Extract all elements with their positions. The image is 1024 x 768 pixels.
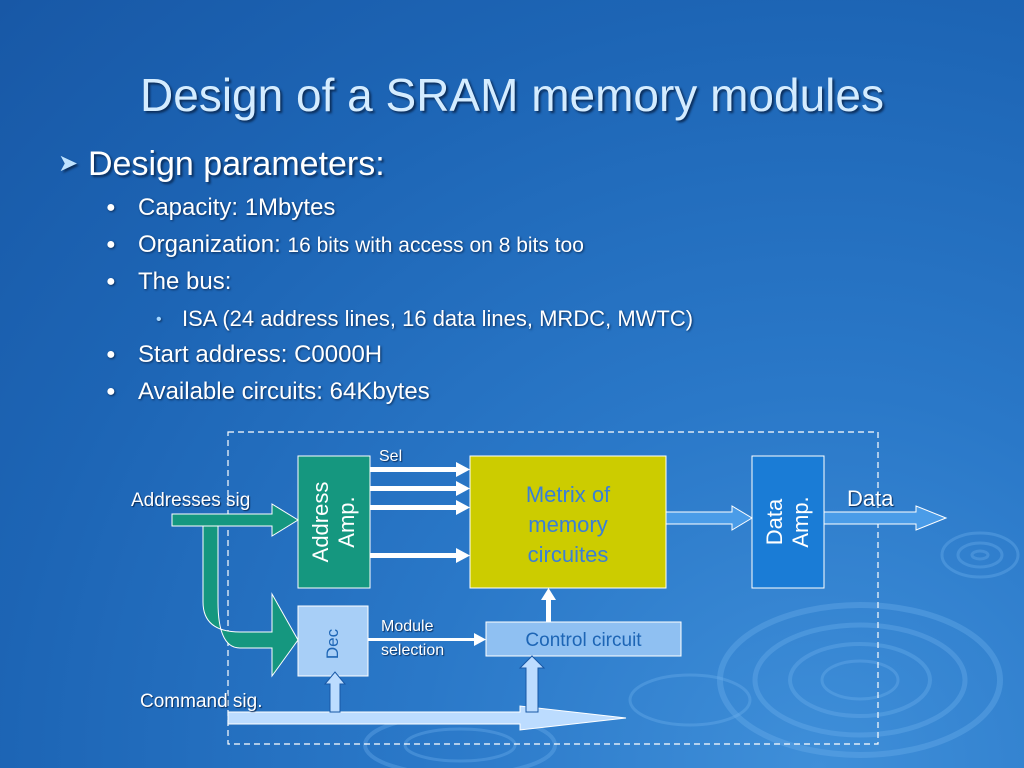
address-amp-text: Address Amp. — [298, 456, 370, 588]
sub-bullet-isa: • ISA (24 address lines, 16 data lines, M… — [156, 306, 693, 332]
memory-matrix-block — [469, 455, 667, 589]
matrix-line2: memory — [528, 512, 608, 537]
slide-title: Design of a SRAM memory modules — [140, 69, 884, 121]
address-amp-line2: Amp. — [334, 496, 359, 548]
dec-label: Dec — [323, 628, 342, 660]
bullet-organization: ● Organization: 16 bits with access on 8 … — [106, 231, 584, 259]
matrix-to-data-arrow — [665, 505, 753, 531]
address-amp-block — [297, 455, 371, 589]
sel-arrows — [370, 462, 470, 563]
bullet-dot-icon: ● — [106, 346, 116, 363]
heading-text: Design parameters: — [88, 145, 385, 183]
command-to-control-arrow — [518, 655, 546, 713]
bullet-text: Available circuits: 64Kbytes — [138, 378, 430, 405]
bullet-available-circuits: ● Available circuits: 64Kbytes — [106, 378, 430, 406]
control-circuit-block — [485, 621, 682, 657]
data-output-arrow — [823, 505, 948, 531]
bullet-dot-icon: ● — [106, 236, 116, 253]
module-selection-label-line2: selection — [381, 642, 445, 659]
sel-label: Sel — [379, 448, 403, 465]
bullet-text: The bus: — [138, 268, 232, 295]
command-sig-label: Command sig. — [140, 691, 263, 712]
bullet-bus: ● The bus: — [106, 268, 231, 296]
bullet-dot-icon: ● — [106, 383, 116, 400]
bullet-text: Capacity: 1Mbytes — [138, 194, 336, 221]
bullet-text: Start address: C0000H — [138, 341, 383, 368]
bullet-text: Organization: — [138, 231, 288, 258]
chevron-right-icon: ➤ — [58, 150, 79, 177]
data-amp-line1: Data — [762, 498, 787, 546]
memory-matrix-text: Metrix of memory circuites — [470, 480, 666, 570]
data-label: Data — [847, 486, 894, 511]
heading-design-parameters: ➤ Design parameters: — [58, 145, 385, 184]
matrix-line1: Metrix of — [525, 482, 611, 507]
matrix-line3: circuites — [527, 542, 609, 567]
data-amp-block — [751, 455, 825, 589]
module-selection-arrow — [474, 633, 486, 646]
addresses-arrow — [171, 503, 299, 537]
bullet-capacity: ● Capacity: 1Mbytes — [106, 194, 335, 222]
dec-text: Dec — [298, 606, 368, 676]
module-boundary — [227, 431, 879, 745]
address-branch-arrow — [202, 525, 299, 678]
data-amp-text: Data Amp. — [752, 456, 824, 588]
address-amp-line1: Address — [308, 481, 333, 563]
control-circuit-label: Control circuit — [525, 630, 642, 651]
sub-bullet-text: ISA (24 address lines, 16 data lines, MR… — [182, 306, 694, 331]
command-bus-arrow — [227, 705, 627, 731]
module-selection-label-line1: Module — [381, 618, 434, 635]
bullet-text-detail: 16 bits with access on 8 bits too — [287, 234, 584, 257]
sub-bullet-dot-icon: • — [156, 311, 162, 328]
addresses-sig-label: Addresses sig — [131, 490, 251, 511]
control-to-matrix-arrow — [541, 588, 556, 600]
data-amp-line2: Amp. — [788, 496, 813, 548]
bullet-dot-icon: ● — [106, 199, 116, 216]
bullet-dot-icon: ● — [106, 273, 116, 290]
command-to-dec-arrow — [323, 671, 347, 713]
bullet-start-address: ● Start address: C0000H — [106, 341, 382, 369]
